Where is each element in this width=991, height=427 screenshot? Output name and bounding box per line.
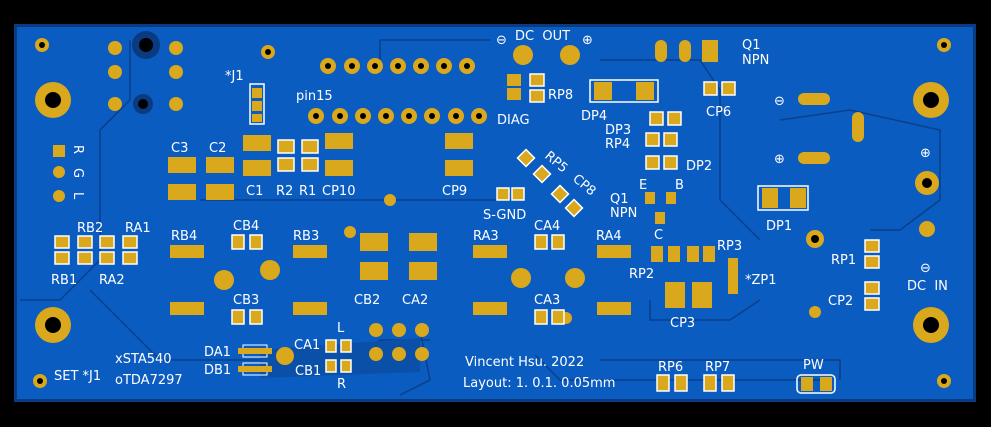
label-dc-in: DC IN bbox=[907, 279, 948, 294]
label-rp6: RP6 bbox=[658, 360, 683, 375]
label-ra4: RA4 bbox=[596, 229, 622, 244]
label-db1: DB1 bbox=[204, 363, 231, 378]
label-c3: C3 bbox=[171, 141, 188, 156]
label-cb2: CB2 bbox=[354, 293, 380, 308]
label-tda7297: oTDA7297 bbox=[115, 373, 183, 388]
label-dp3: DP3 bbox=[605, 123, 631, 138]
label-npn: NPN bbox=[610, 206, 637, 221]
label-sta540: xSTA540 bbox=[115, 352, 172, 367]
label-c2: C2 bbox=[209, 141, 226, 156]
label-rp4: RP4 bbox=[605, 137, 630, 152]
smd-pads bbox=[54, 73, 880, 394]
label-rp1: RP1 bbox=[831, 253, 856, 268]
label-cp10: CP10 bbox=[322, 184, 355, 199]
label-ra2: RA2 bbox=[99, 273, 125, 288]
label-c1: C1 bbox=[246, 184, 263, 199]
label-cb4: CB4 bbox=[233, 219, 259, 234]
label-r2: R2 bbox=[276, 184, 293, 199]
label-e: E bbox=[639, 178, 647, 193]
label-cp9: CP9 bbox=[442, 184, 467, 199]
mounting-holes bbox=[35, 31, 949, 343]
label-r: R bbox=[70, 145, 85, 154]
label-set-j1: SET *J1 bbox=[54, 369, 101, 384]
label-g: G bbox=[70, 168, 85, 178]
label-rb3: RB3 bbox=[293, 229, 319, 244]
label-rp7: RP7 bbox=[705, 360, 730, 375]
label-npn-top: NPN bbox=[742, 53, 769, 68]
label-dc-out-minus: ⊖ bbox=[496, 33, 507, 48]
label-cp2: CP2 bbox=[828, 294, 853, 309]
label-conn-r: R bbox=[337, 377, 346, 392]
label-ra1: RA1 bbox=[125, 221, 151, 236]
label-s-gnd: S-GND bbox=[483, 208, 526, 223]
label-ca1: CA1 bbox=[294, 338, 320, 353]
label-cb1: CB1 bbox=[295, 364, 321, 379]
label-j1: *J1 bbox=[225, 69, 244, 84]
label-da1: DA1 bbox=[204, 345, 231, 360]
label-r1: R1 bbox=[299, 184, 316, 199]
label-conn-l: L bbox=[337, 321, 345, 336]
label-c: C bbox=[654, 228, 663, 243]
label-q1-top: Q1 bbox=[742, 38, 761, 53]
label-diag: DIAG bbox=[497, 113, 530, 128]
label-ca3: CA3 bbox=[534, 293, 560, 308]
label-layout: Layout: 1. 0.1. 0.05mm bbox=[463, 376, 615, 391]
label-l: L bbox=[70, 192, 85, 200]
label-pin15: pin15 bbox=[296, 89, 333, 104]
label-rp3: RP3 bbox=[717, 239, 742, 254]
label-rb1: RB1 bbox=[51, 273, 77, 288]
label-rb2: RB2 bbox=[77, 221, 103, 236]
label-pw: PW bbox=[803, 358, 824, 373]
label-ca2: CA2 bbox=[402, 293, 428, 308]
label-ra3: RA3 bbox=[473, 229, 499, 244]
board bbox=[17, 27, 973, 399]
label-cp6: CP6 bbox=[706, 105, 731, 120]
label-b: B bbox=[675, 178, 684, 193]
label-dp2: DP2 bbox=[686, 159, 712, 174]
label-dc-out-plus: ⊕ bbox=[582, 33, 593, 48]
label-dp4: DP4 bbox=[581, 109, 607, 124]
label-rp2: RP2 bbox=[629, 267, 654, 282]
label-ca4: CA4 bbox=[534, 219, 560, 234]
label-rp8: RP8 bbox=[548, 88, 573, 103]
label-q1: Q1 bbox=[610, 192, 629, 207]
label-zp1: *ZP1 bbox=[745, 273, 777, 288]
label-cap-minus: ⊖ bbox=[774, 94, 785, 109]
label-rb4: RB4 bbox=[171, 229, 197, 244]
label-cap-plus: ⊕ bbox=[774, 152, 785, 167]
through-hole-pads bbox=[33, 38, 951, 388]
label-in-minus: ⊖ bbox=[920, 261, 931, 276]
label-dp1: DP1 bbox=[766, 219, 792, 234]
label-cp3: CP3 bbox=[670, 316, 695, 331]
label-dc-out: DC OUT bbox=[515, 29, 570, 44]
traces bbox=[20, 39, 941, 396]
label-cb3: CB3 bbox=[233, 293, 259, 308]
label-in-plus: ⊕ bbox=[920, 146, 931, 161]
label-author: Vincent Hsu. 2022 bbox=[465, 355, 584, 370]
